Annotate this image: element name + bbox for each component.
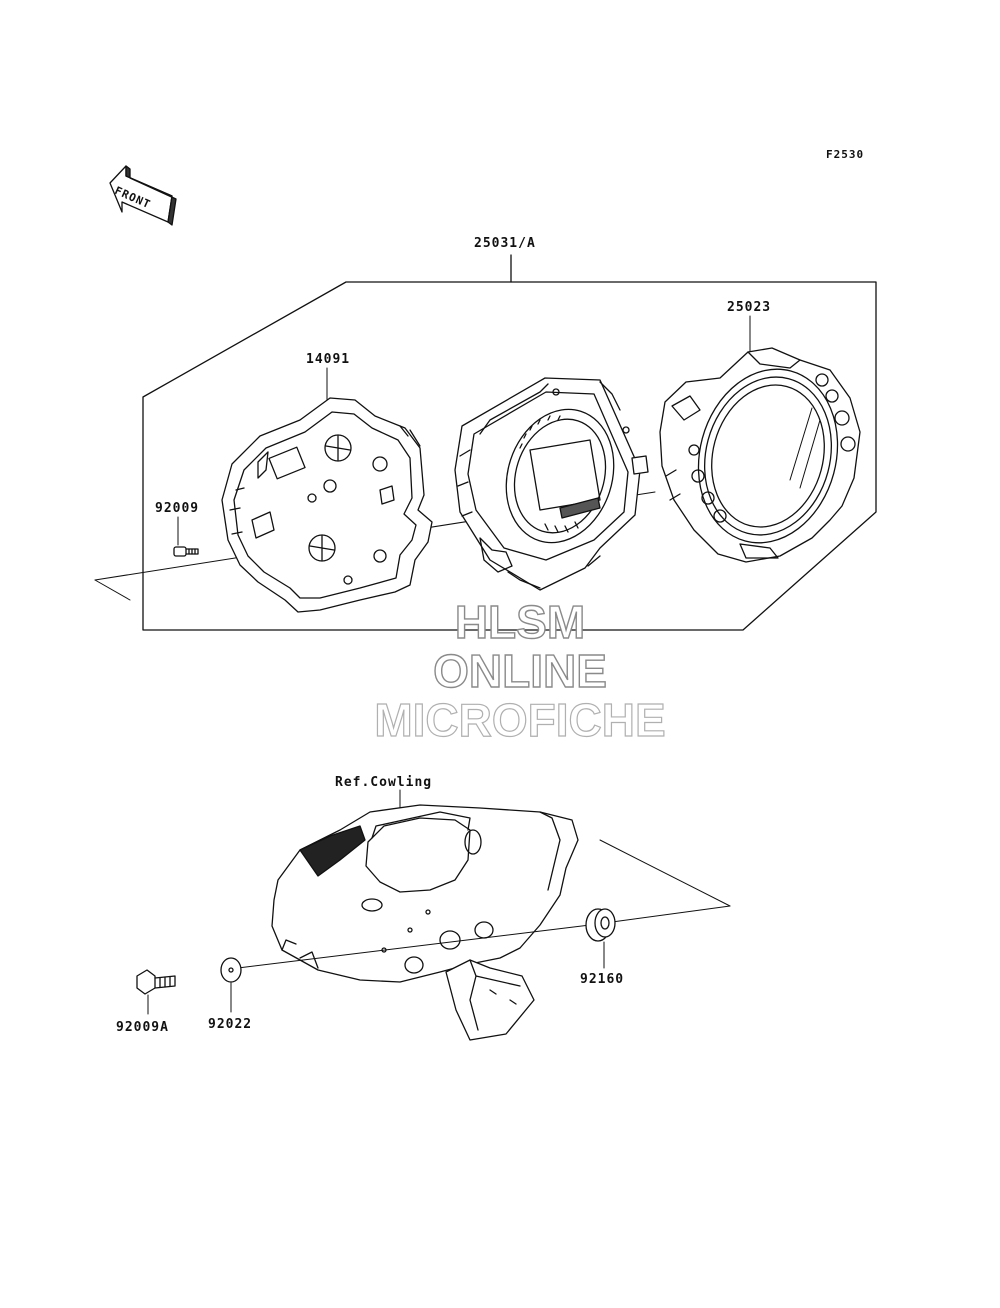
lens-cover-25023 bbox=[659, 347, 861, 563]
callout-case: 14091 bbox=[306, 352, 351, 367]
cowling-ref bbox=[237, 789, 731, 1041]
watermark-line-1: HLSM bbox=[454, 596, 586, 648]
callout-cowling: Ref.Cowling bbox=[335, 775, 433, 790]
screw-92009a bbox=[136, 969, 176, 1015]
case-14091 bbox=[221, 397, 433, 613]
callout-washer: 92022 bbox=[208, 1017, 253, 1032]
callout-assembly: 25031/A bbox=[474, 236, 536, 251]
watermark-line-2: ONLINE bbox=[432, 645, 607, 697]
callout-grommet: 92160 bbox=[580, 972, 625, 987]
washer-92022 bbox=[220, 957, 242, 1013]
figure-code: F2530 bbox=[826, 148, 865, 161]
callout-lens-cover: 25023 bbox=[727, 300, 772, 315]
grommet-92160 bbox=[585, 908, 616, 969]
callout-screw: 92009 bbox=[155, 501, 200, 516]
front-arrow-icon bbox=[109, 165, 177, 226]
meter-unit bbox=[454, 377, 649, 591]
watermark-line-3: MICROFICHE bbox=[374, 694, 667, 746]
screw-92009 bbox=[173, 546, 199, 557]
callout-screw-a: 92009A bbox=[116, 1020, 169, 1035]
